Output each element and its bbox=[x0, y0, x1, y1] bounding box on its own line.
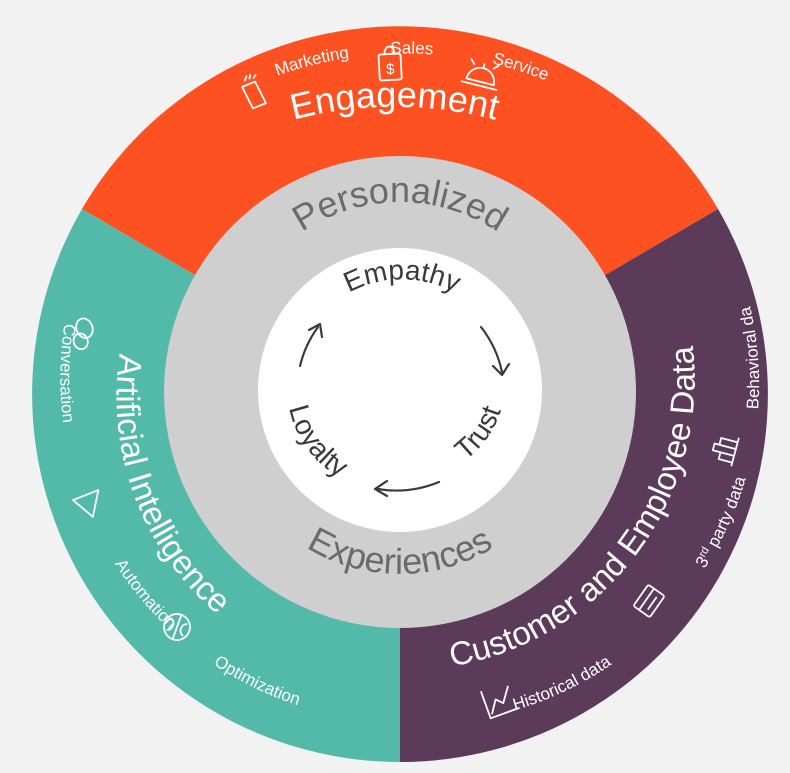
cycle-center bbox=[258, 248, 542, 532]
arrow-trust-to-loyalty bbox=[373, 479, 441, 498]
id-card-icon bbox=[633, 584, 665, 618]
bar-chart-icon bbox=[711, 437, 740, 467]
conversation-label-wrap: Conversation bbox=[56, 323, 79, 424]
conversation-label: Conversation bbox=[56, 323, 79, 424]
svg-text:$: $ bbox=[386, 61, 396, 78]
service-bell-icon bbox=[460, 58, 500, 91]
sales-label-wrap: Sales bbox=[390, 38, 434, 58]
megaphone-icon bbox=[241, 74, 267, 110]
triangle-icon bbox=[72, 489, 100, 518]
shopping-bag-dollar-icon: $ bbox=[377, 45, 403, 82]
brain-icon bbox=[163, 613, 191, 641]
chat-bubbles-icon bbox=[72, 317, 94, 351]
line-chart-icon bbox=[480, 685, 520, 720]
sales-label: Sales bbox=[390, 38, 434, 58]
arrow-loyalty-to-empathy bbox=[298, 322, 324, 368]
arrow-empathy-to-trust bbox=[479, 325, 511, 377]
